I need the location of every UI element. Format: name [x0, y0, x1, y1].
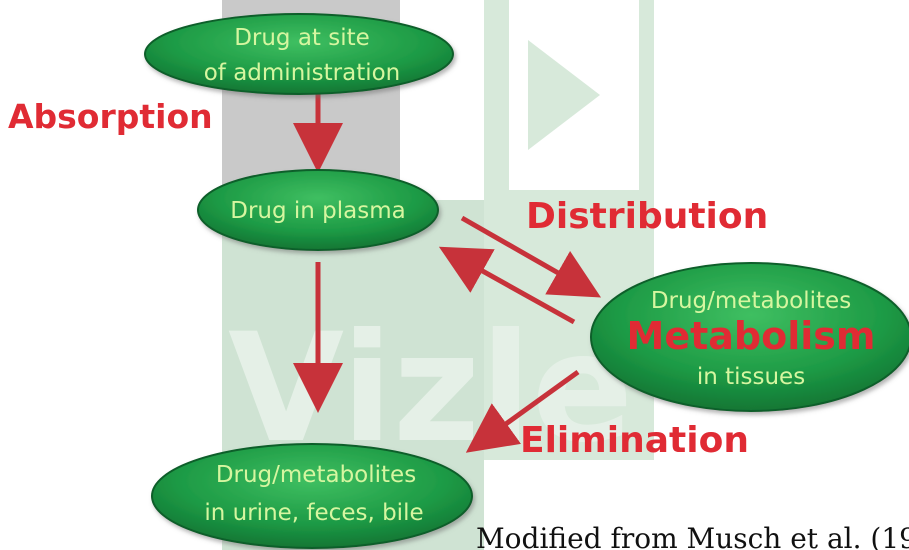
arrows	[293, 92, 602, 453]
label-metabolism: Metabolism	[627, 314, 876, 358]
node-site	[144, 13, 454, 95]
node-tissues	[590, 262, 909, 412]
node-excreta-line2: in urine, feces, bile	[204, 500, 423, 526]
node-excreta-ellipse	[151, 443, 473, 549]
arrow-tissues-to-excreta	[465, 369, 580, 453]
node-tissues-ellipse	[590, 262, 909, 412]
watermark-play-icon	[528, 40, 600, 150]
node-plasma-ellipse	[197, 169, 439, 251]
node-excreta	[151, 443, 473, 549]
node-site-ellipse	[144, 13, 454, 95]
label-absorption: Absorption	[8, 97, 213, 136]
source-caption: Modified from Musch et al. (1993	[476, 522, 909, 550]
node-excreta-line1: Drug/metabolites	[216, 462, 416, 488]
node-tissues-line1: Drug/metabolites	[651, 288, 851, 314]
node-site-line2: of administration	[204, 60, 401, 86]
node-plasma	[197, 169, 439, 251]
node-plasma-line1: Drug in plasma	[230, 198, 406, 224]
label-elimination: Elimination	[520, 420, 749, 461]
node-tissues-line2: in tissues	[697, 364, 805, 390]
arrow-tissues-to-plasma	[438, 246, 576, 325]
node-site-line1: Drug at site	[234, 25, 370, 51]
label-distribution: Distribution	[526, 196, 768, 237]
arrow-plasma-to-tissues	[460, 215, 602, 298]
